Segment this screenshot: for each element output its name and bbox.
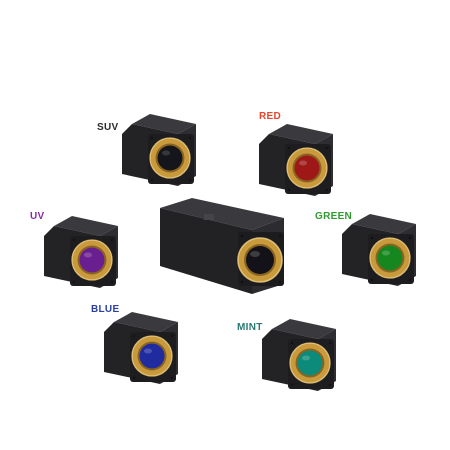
- camera-suv: [122, 114, 196, 186]
- filter-suv: [157, 145, 183, 171]
- center-camera-filter: [246, 246, 274, 274]
- camera-green: [342, 214, 416, 286]
- filter-green: [377, 245, 403, 271]
- filter-mint: [297, 350, 323, 376]
- label-green: GREEN: [315, 211, 353, 222]
- label-suv: SUV: [97, 122, 119, 133]
- label-uv: UV: [30, 211, 45, 222]
- camera-blue: [104, 312, 178, 384]
- camera-red: [259, 124, 333, 196]
- filter-red: [294, 155, 320, 181]
- camera-mint: [262, 319, 336, 391]
- center-camera: [160, 198, 284, 294]
- filter-uv: [79, 247, 105, 273]
- label-red: RED: [259, 111, 282, 122]
- label-mint: MINT: [237, 322, 263, 333]
- label-blue: BLUE: [91, 304, 120, 315]
- camera-uv: [44, 216, 118, 288]
- filter-blue: [139, 343, 165, 369]
